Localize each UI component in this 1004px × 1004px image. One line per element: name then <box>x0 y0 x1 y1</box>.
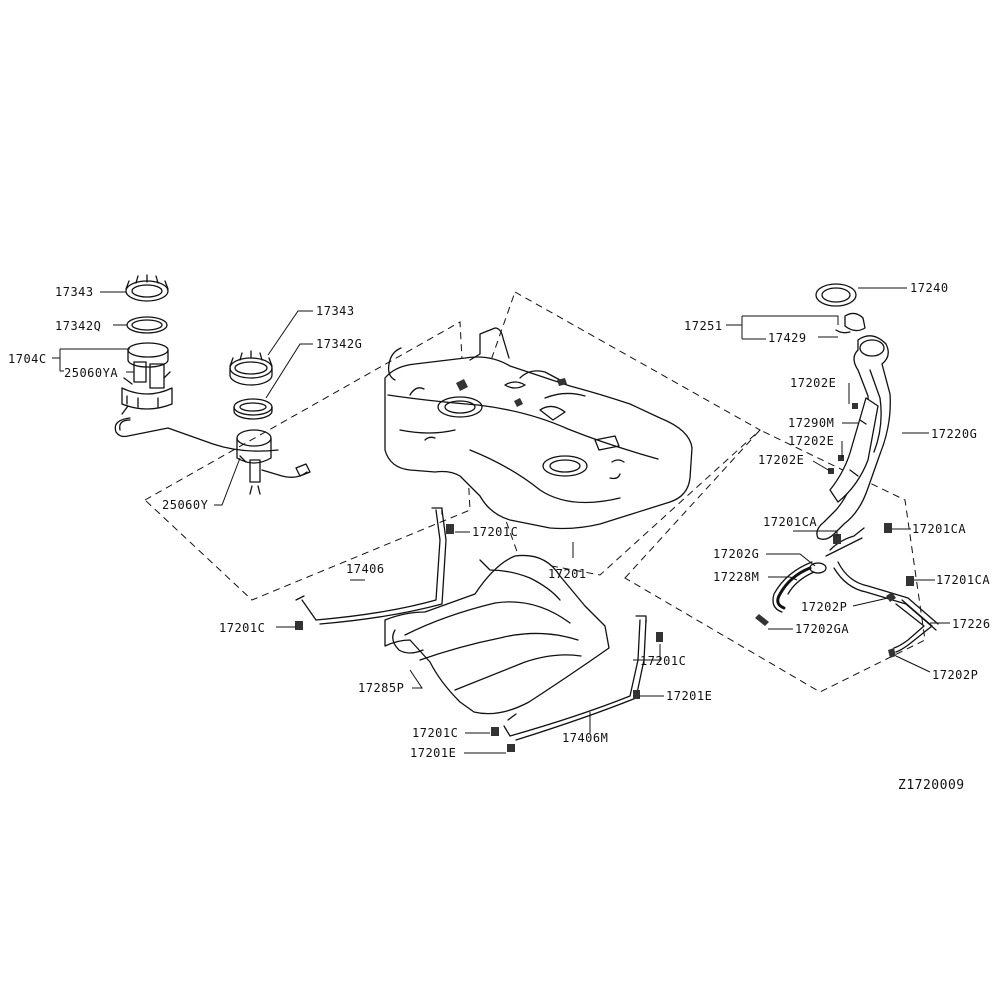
bolt-17201ca-1 <box>833 534 841 544</box>
label-17406m: 17406M <box>562 731 608 745</box>
label-17226: 17226 <box>952 617 991 631</box>
tank-strap-17406 <box>295 507 447 625</box>
bolt-17201e-2 <box>507 744 515 752</box>
label-17201: 17201 <box>548 567 587 581</box>
bolt-17201c-2 <box>295 621 303 630</box>
sub-level-sender-25060y <box>236 429 311 495</box>
label-17342g: 17342G <box>316 337 362 351</box>
diagram-id: Z1720009 <box>898 778 965 793</box>
label-17202e-1: 17202E <box>790 376 836 390</box>
label-25060y: 25060Y <box>162 498 209 512</box>
label-17202p-1: 17202P <box>801 600 847 614</box>
label-17343-cover: 17343 <box>316 304 355 318</box>
label-17343-lock-ring: 17343 <box>55 285 94 299</box>
label-17202e-3: 17202E <box>758 453 804 467</box>
label-17342q: 17342Q <box>55 319 101 333</box>
fuel-pump-gasket-17342q <box>126 316 168 334</box>
clip-17202e-3 <box>828 468 834 474</box>
label-25060ya: 25060YA <box>64 366 118 380</box>
bolt-17201ca-3 <box>906 576 914 586</box>
label-17285p: 17285P <box>358 681 404 695</box>
filler-cap-17429 <box>835 312 866 334</box>
label-17202ga: 17202GA <box>795 622 849 636</box>
label-17228m: 17228M <box>713 570 759 584</box>
clip-17202p-1 <box>886 592 896 602</box>
filler-lower-tube <box>825 527 939 631</box>
clip-17202p-2 <box>888 648 896 658</box>
clip-17202e-2 <box>838 455 844 461</box>
pump-gasket-17342g <box>233 398 273 420</box>
label-17202e-2: 17202E <box>788 434 834 448</box>
label-17202p-2: 17202P <box>932 668 978 682</box>
clip-17202ga <box>755 614 769 626</box>
filler-bracket-17290m <box>829 397 879 503</box>
bolt-17201c-4 <box>491 727 499 736</box>
leader-lines <box>52 287 950 754</box>
bolt-17201e-1 <box>633 690 640 699</box>
pump-cover-ring-17343 <box>229 350 273 386</box>
evap-hose-17228m <box>772 561 815 613</box>
label-17251: 17251 <box>684 319 723 333</box>
fuel-tank-17201 <box>384 327 693 530</box>
filler-cap-ring-17240 <box>815 283 857 307</box>
label-17202g: 17202G <box>713 547 759 561</box>
fuel-pump-module-17040 <box>121 342 173 410</box>
label-17201c-3: 17201C <box>640 654 686 668</box>
pump-group-outline <box>144 321 471 601</box>
vent-tube-17226 <box>893 599 933 653</box>
label-17201ca-2: 17201CA <box>912 522 966 536</box>
label-17201c-2: 17201C <box>219 621 265 635</box>
bolt-17201c-3 <box>656 632 663 642</box>
label-17040: 1704C <box>8 352 47 366</box>
hose-clamp-17202g <box>809 562 827 574</box>
filler-group-outline <box>624 429 926 693</box>
label-17220g: 17220G <box>931 427 977 441</box>
label-17201ca-1: 17201CA <box>763 515 817 529</box>
label-17201e-2: 17201E <box>410 746 456 760</box>
label-17240: 17240 <box>910 281 949 295</box>
label-17201c-4: 17201C <box>412 726 458 740</box>
fuel-level-sender-25060ya <box>114 405 279 452</box>
label-17290m: 17290M <box>788 416 834 430</box>
label-17201c-1: 17201C <box>472 525 518 539</box>
label-17201e-1: 17201E <box>666 689 712 703</box>
fuel-pump-lock-ring-17343 <box>125 274 169 302</box>
bolt-17201c-1 <box>446 524 454 534</box>
bolt-17201ca-2 <box>884 523 892 533</box>
clip-17202e-1 <box>852 403 858 409</box>
label-17429: 17429 <box>768 331 807 345</box>
label-17406: 17406 <box>346 562 385 576</box>
heat-shield-17285p <box>384 554 610 715</box>
label-17201ca-3: 17201CA <box>936 573 990 587</box>
